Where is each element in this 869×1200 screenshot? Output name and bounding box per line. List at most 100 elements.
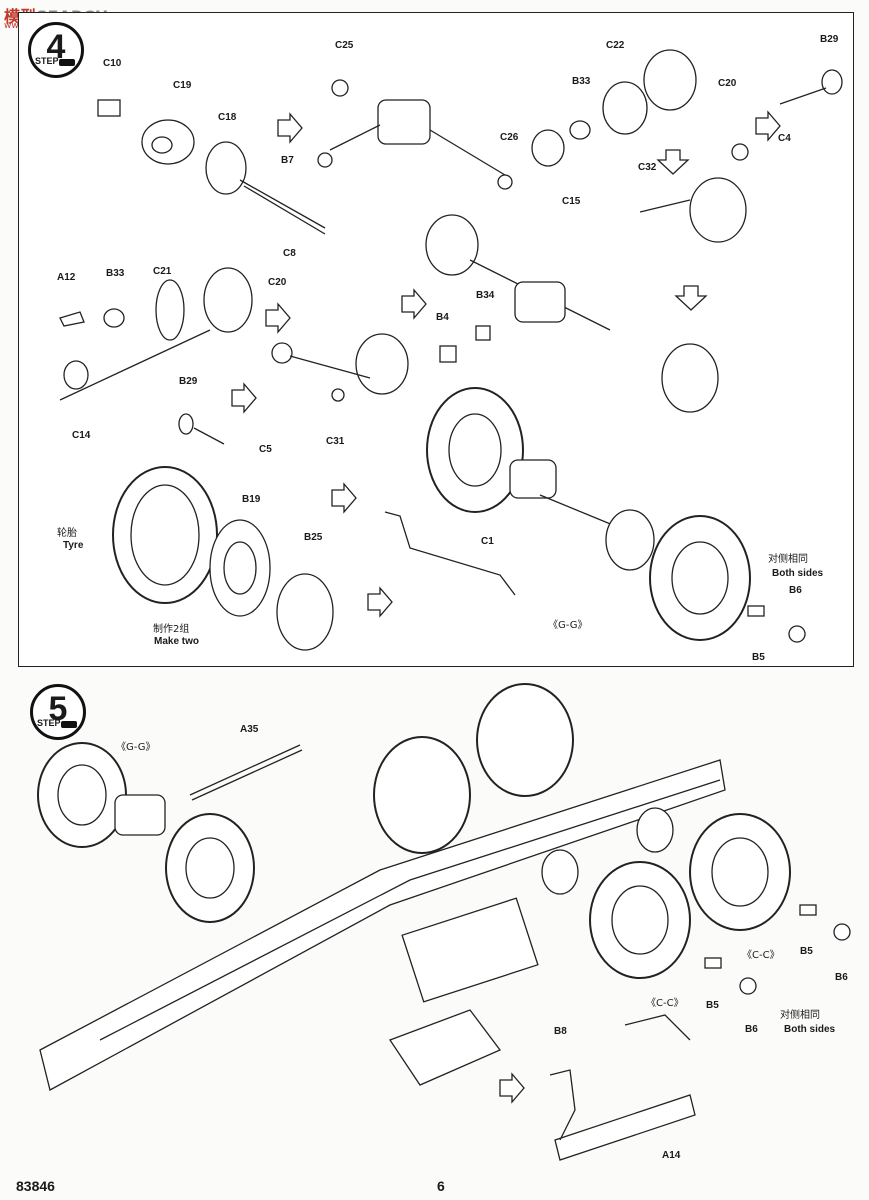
label-a14: A14 — [662, 1150, 681, 1161]
part-b6 — [788, 625, 806, 643]
part-c21 — [155, 279, 185, 341]
label-c15: C15 — [562, 196, 581, 207]
label-b4: B4 — [436, 312, 449, 323]
label-both-sides-en: Both sides — [772, 568, 824, 579]
arrow-icon — [499, 1072, 525, 1104]
part-c25 — [331, 79, 349, 97]
rear-wheel-1 — [373, 736, 471, 854]
label-b25: B25 — [304, 532, 323, 543]
label-b19: B19 — [242, 494, 261, 505]
label-tyre-cn: 轮胎 — [57, 528, 77, 539]
label-c21: C21 — [153, 266, 172, 277]
wheel-hub-mid-right — [661, 343, 719, 413]
part-c15 — [531, 129, 565, 167]
part-b7 — [317, 152, 333, 168]
part-c20-top — [643, 49, 697, 111]
tank-icon — [61, 721, 77, 728]
label-c26: C26 — [500, 132, 519, 143]
part-c31 — [331, 388, 345, 402]
fuel-tank — [401, 897, 539, 1003]
wheel-hub-mid — [425, 214, 479, 276]
part-c32 — [639, 199, 691, 213]
label-a35: A35 — [240, 724, 259, 735]
label-c1: C1 — [481, 536, 494, 547]
part-a35 — [189, 744, 301, 796]
step-4-label: STEP — [35, 56, 59, 66]
label-b6-cc2: B6 — [745, 1024, 758, 1035]
page-number: 6 — [437, 1178, 445, 1194]
arrow-icon — [674, 285, 708, 311]
part-c4 — [731, 143, 749, 161]
label-c4: C4 — [778, 133, 791, 144]
label-c31: C31 — [326, 436, 345, 447]
part-b33 — [103, 308, 125, 328]
part-a14 — [554, 1094, 696, 1161]
label-b33-top: B33 — [572, 76, 591, 87]
arrow-icon — [265, 302, 291, 334]
part-b33-top — [569, 120, 591, 140]
label-c18: C18 — [218, 112, 237, 123]
label-b8: B8 — [554, 1026, 567, 1037]
part-b25 — [276, 573, 334, 651]
part-b6-cc2 — [833, 923, 851, 941]
arrow-icon — [331, 482, 357, 514]
part-c1 — [384, 511, 516, 596]
label-make-two-cn: 制作2组 — [153, 624, 190, 635]
arrow-icon — [755, 110, 781, 142]
part-c10 — [97, 99, 121, 117]
arrow-icon — [367, 586, 393, 618]
axle-housing-top — [377, 99, 431, 145]
label-b5-cc2: B5 — [706, 1000, 719, 1011]
label-a12: A12 — [57, 272, 76, 283]
label-c32: C32 — [638, 162, 657, 173]
part-b4 — [439, 345, 457, 363]
label-c22: C22 — [606, 40, 625, 51]
part-c26 — [497, 174, 513, 190]
label-c10: C10 — [103, 58, 122, 69]
part-b8 — [549, 1069, 576, 1141]
tank-icon — [59, 59, 75, 66]
hub-center — [355, 333, 409, 395]
label-c20-top: C20 — [718, 78, 737, 89]
step-5-label: STEP — [37, 718, 61, 728]
label-c19: C19 — [173, 80, 192, 91]
part-c20 — [203, 267, 253, 333]
part-b5-cc1 — [704, 957, 722, 969]
label-make-two-en: Make two — [154, 636, 200, 647]
label-gg-step4: 《G-G》 — [548, 620, 588, 631]
part-b6-cc1 — [739, 977, 757, 995]
label-cc-2: 《C-C》 — [646, 998, 684, 1009]
label-b34: B34 — [476, 290, 495, 301]
model-number: 83846 — [16, 1178, 55, 1194]
part-b5-cc2 — [799, 904, 817, 916]
arrow-icon — [277, 112, 303, 144]
part-b5 — [747, 605, 765, 617]
label-b5-cc1: B5 — [800, 946, 813, 957]
step-plate-installed — [389, 1009, 502, 1086]
label-both-sides-en-step5: Both sides — [784, 1024, 836, 1035]
arrow-icon — [656, 149, 690, 175]
step-5-number: 5 — [48, 690, 68, 728]
label-b7: B7 — [281, 155, 294, 166]
label-b5: B5 — [752, 652, 765, 663]
part-c8 — [239, 179, 326, 229]
step-4-badge: 4 STEP — [28, 22, 84, 78]
label-c8: C8 — [283, 248, 296, 259]
label-b6: B6 — [789, 585, 802, 596]
label-gg-step5: 《G-G》 — [116, 742, 156, 753]
label-b29: B29 — [179, 376, 198, 387]
label-both-sides-cn: 对侧相同 — [768, 554, 808, 565]
arrow-icon — [231, 382, 257, 414]
axle-housing-mid — [514, 281, 566, 323]
label-both-sides-cn-step5: 对侧相同 — [780, 1010, 820, 1021]
part-a12 — [59, 311, 85, 327]
step-4-number: 4 — [46, 28, 66, 66]
chassis-frame — [39, 759, 726, 1091]
part-b34 — [475, 325, 491, 341]
hub-right — [689, 177, 747, 243]
part-b29 — [178, 413, 194, 435]
axle-gg-step5 — [114, 794, 166, 836]
label-c5: C5 — [259, 444, 272, 455]
label-cc-1: 《C-C》 — [742, 950, 780, 961]
